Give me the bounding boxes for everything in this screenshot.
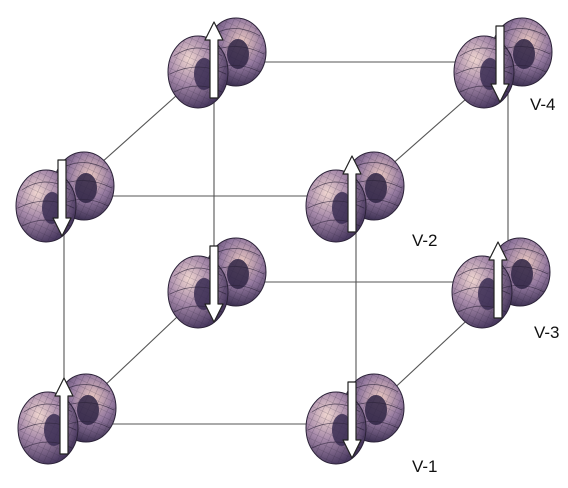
site-front-top-right — [305, 151, 405, 243]
label-v1: V-1 — [412, 457, 438, 476]
site-back-bottom-right — [451, 237, 551, 329]
site-back-top-left — [167, 17, 267, 109]
label-v2: V-2 — [412, 231, 438, 250]
label-v4: V-4 — [530, 95, 556, 114]
label-v3: V-3 — [534, 323, 560, 342]
site-front-bottom-left — [17, 373, 117, 465]
site-front-top-left — [15, 151, 115, 243]
cube-edges — [63, 61, 509, 425]
site-front-bottom-right — [305, 373, 405, 465]
site-back-bottom-left — [167, 237, 267, 329]
